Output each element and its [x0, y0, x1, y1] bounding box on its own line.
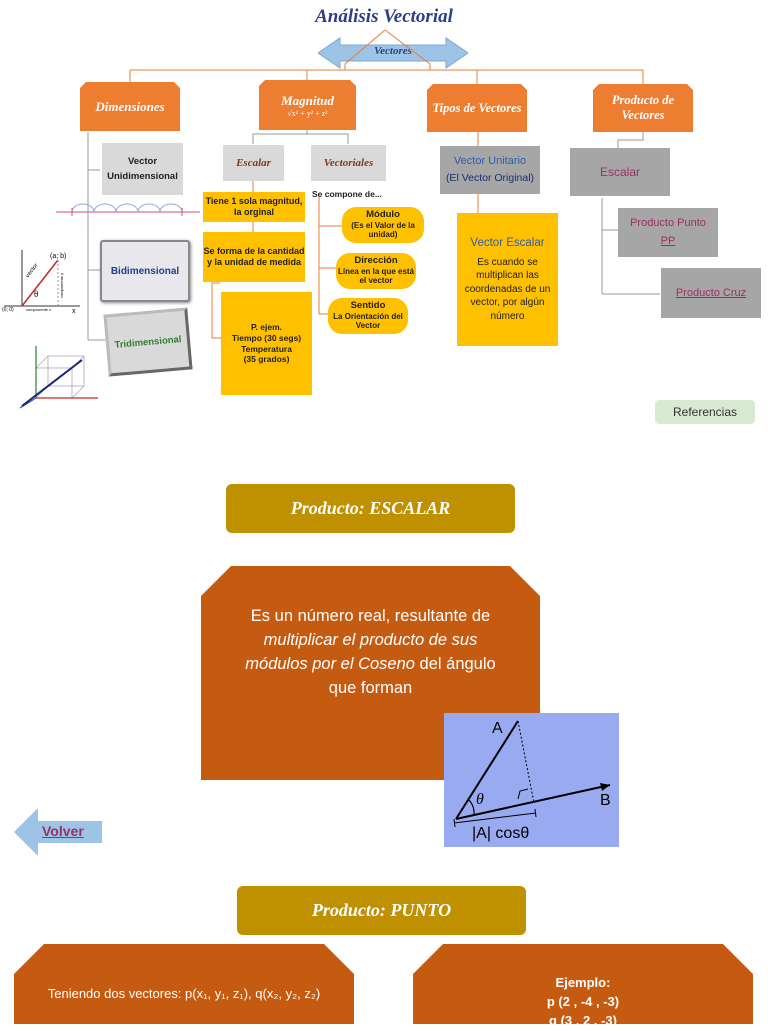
escalar-def-line1: Es un número real, resultante de	[250, 607, 491, 626]
escalar-definicion-text: Tiene 1 sola magnitud, la orginal	[205, 195, 303, 217]
svg-text:componente y: componente y	[59, 273, 64, 298]
vector-escalar-title: Vector Escalar	[470, 236, 545, 249]
punto-vectores-text: Teniendo dos vectores: p(x₁, y₁, z₁), q(…	[47, 986, 321, 1001]
escalar-cantidad: Se forma de la cantidad y la unidad de m…	[203, 232, 305, 282]
punto-ejemplo-card: Ejemplo: p (2 , -4 , -3) q (3 , 2 , -3)	[413, 944, 753, 1024]
producto-escalar[interactable]: Escalar	[570, 148, 670, 196]
producto-punto-link[interactable]: Producto Punto PP	[618, 208, 718, 257]
dim-unidimensional[interactable]: Vector Unidimensional	[102, 143, 183, 195]
componente-modulo[interactable]: Módulo (Es el Valor de la unidad)	[342, 207, 424, 243]
unidimensional-graphic	[56, 203, 200, 216]
svg-text:(0; 0): (0; 0)	[2, 307, 14, 313]
branch-dimensiones-label: Dimensiones	[95, 98, 165, 114]
referencias-button[interactable]: Referencias	[655, 400, 755, 424]
branch-producto-label: Producto de Vectores	[611, 93, 675, 122]
dim-bidimensional-label: Bidimensional	[110, 265, 180, 277]
dim-lines	[87, 132, 106, 341]
dim-tridimensional[interactable]: Tridimensional	[103, 307, 193, 377]
magnitud-escalar[interactable]: Escalar	[223, 145, 284, 181]
escalar-definicion: Tiene 1 sola magnitud, la orginal	[203, 192, 305, 222]
dim-tridimensional-label: Tridimensional	[114, 333, 182, 351]
escalar-def-line3-italic: módulos por el Coseno	[245, 655, 415, 673]
componente-sentido[interactable]: Sentido La Orientación del Vector	[328, 298, 408, 334]
punto-definition-card: Teniendo dos vectores: p(x₁, y₁, z₁), q(…	[14, 944, 354, 1024]
escalar-def-line4: que forman	[328, 678, 413, 697]
direccion-desc: Línea en la que está el vector	[337, 267, 415, 286]
svg-text:B: B	[600, 792, 611, 809]
volver-link[interactable]: Volver	[42, 823, 84, 839]
ejemplo-temperatura: Temperatura	[241, 343, 292, 354]
svg-text:|A| cosθ: |A| cosθ	[472, 825, 529, 842]
sentido-title: Sentido	[350, 300, 386, 312]
escalar-cantidad-text: Se forma de la cantidad y la unidad de m…	[203, 245, 305, 267]
tipos-lines	[477, 132, 479, 214]
connector-lines	[129, 29, 644, 84]
section-punto-heading: Producto: PUNTO	[237, 886, 526, 935]
magnitud-vectoriales[interactable]: Vectoriales	[311, 145, 386, 181]
producto-pp-link[interactable]: PP	[660, 234, 676, 247]
volver-arrow[interactable]	[14, 808, 104, 856]
escalar-def-line3: módulos por el Coseno del ángulo	[201, 653, 540, 677]
ejemplo-vector-q: q (3 , 2 , -3)	[549, 1012, 617, 1028]
modulo-title: Módulo	[366, 209, 400, 221]
page-title: Análisis Vectorial	[315, 6, 453, 27]
modulo-desc: (Es el Valor de la unidad)	[351, 221, 415, 240]
escalar-def-line3-rest: del ángulo	[414, 655, 496, 673]
svg-text:x: x	[72, 308, 76, 314]
vector-unitario-title: Vector Unitario	[453, 154, 527, 167]
tridimensional-graph	[19, 346, 98, 409]
dim-unidimensional-label: Vector Unidimensional	[107, 155, 178, 182]
producto-cruz-label: Producto Cruz	[675, 287, 747, 299]
vectores-label: Vectores	[374, 45, 412, 57]
branch-dimensiones[interactable]: Dimensiones	[80, 82, 180, 131]
vector-unitario[interactable]: Vector Unitario (El Vector Original)	[440, 146, 540, 194]
ejemplo-label: P. ejem.	[250, 322, 283, 333]
branch-magnitud[interactable]: Magnitud √x² + y² + z²	[259, 80, 356, 130]
svg-text:(a; b): (a; b)	[50, 253, 66, 260]
direccion-title: Dirección	[354, 255, 398, 267]
vector-escalar-desc: Es cuando se multiplican las coordenadas…	[464, 256, 551, 322]
producto-cruz-link[interactable]: Producto Cruz	[661, 268, 761, 318]
svg-text:A: A	[492, 720, 503, 737]
ejemplo-vector-p: p (2 , -4 , -3)	[546, 993, 620, 1009]
svg-text:componente x: componente x	[26, 307, 51, 312]
ejemplo-tiempo: Tiempo (30 segs)	[231, 332, 302, 343]
sentido-desc: La Orientación del Vector	[333, 312, 403, 331]
vector-unitario-desc: (El Vector Original)	[445, 172, 535, 185]
branch-magnitud-label: Magnitud	[281, 92, 334, 108]
cosine-projection-diagram: θ A B |A| cosθ	[444, 713, 619, 847]
branch-tipos[interactable]: Tipos de Vectores	[427, 84, 527, 132]
vectores-arrow	[318, 37, 468, 69]
svg-text:θ: θ	[476, 791, 484, 808]
branch-tipos-label: Tipos de Vectores	[432, 100, 522, 115]
dim-bidimensional[interactable]: Bidimensional	[100, 240, 190, 302]
magnitud-vectoriales-label: Vectoriales	[323, 157, 374, 169]
branch-producto[interactable]: Producto de Vectores	[593, 84, 693, 132]
ejemplo-grados: (35 grados)	[243, 354, 290, 365]
ejemplo-label-2: Ejemplo:	[555, 975, 611, 990]
producto-lines	[601, 132, 660, 295]
magnitud-formula: √x² + y² + z²	[287, 108, 328, 118]
se-compone-label: Se compone de...	[312, 189, 382, 199]
producto-punto-label: Producto Punto	[630, 216, 706, 229]
vector-escalar[interactable]: Vector Escalar Es cuando se multiplican …	[457, 213, 558, 346]
section-escalar-heading: Producto: ESCALAR	[226, 484, 515, 533]
escalar-def-line2: multiplicar el producto de sus	[263, 631, 478, 650]
escalar-ejemplos: P. ejem. Tiempo (30 segs) Temperatura (3…	[221, 292, 312, 395]
producto-escalar-label: Escalar	[599, 165, 640, 179]
bidimensional-graph: (a; b) vector θ (0; 0) componente x comp…	[2, 250, 80, 314]
svg-text:vector: vector	[25, 263, 40, 280]
componente-direccion[interactable]: Dirección Línea en la que está el vector	[336, 253, 416, 289]
magnitud-escalar-label: Escalar	[236, 157, 271, 169]
svg-text:θ: θ	[34, 289, 38, 299]
